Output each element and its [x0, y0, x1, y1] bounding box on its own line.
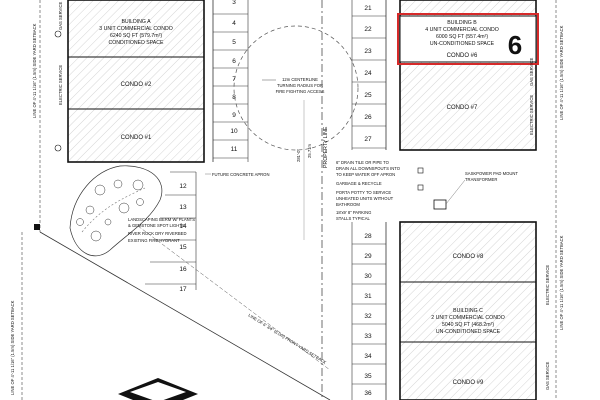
stall-24: 24	[364, 70, 372, 77]
building-a-area: 6240 SQ FT (579.7m²)	[110, 33, 162, 39]
porta-note-2: UNHEATED UNITS WITHOUT	[336, 196, 394, 201]
building-a-gas-label: GAS SERVICE	[58, 1, 63, 30]
parking-lower-left: 12 13 14 15 16 17	[145, 171, 197, 293]
stall-28: 28	[364, 233, 372, 240]
stall-27: 27	[364, 136, 372, 143]
stall-25: 25	[364, 92, 372, 99]
drain-note-2: DRAIN ALL DOWNSPOUTS INTO	[336, 166, 401, 171]
sask-note-1: SASKPOWER PAD MOUNT	[465, 171, 518, 176]
building-b[interactable]: BUILDING B 4 UNIT COMMERCIAL CONDO 6000 …	[397, 0, 539, 151]
river-rock-note: RIVER ROCK DRY RIVERBED	[128, 231, 186, 236]
building-a[interactable]: BUILDING A 3 UNIT COMMERCIAL CONDO 6240 …	[58, 0, 205, 163]
front-property-line	[39, 231, 331, 400]
stall-8: 8	[232, 94, 236, 101]
parking-left-column: 3 4 5 6 7 8 9 10 11	[212, 0, 249, 162]
building-c-gas-label: GAS SERVICE	[545, 361, 550, 390]
building-c-area: 5040 SQ FT (468.2m²)	[442, 322, 494, 328]
building-c-space: UN-CONDITIONED SPACE	[436, 329, 501, 335]
centerline-note-1: 12m CENTERLINE	[282, 77, 318, 82]
building-c-title: BUILDING C	[453, 308, 483, 314]
building-c-electric-label: ELECTRIC SERVICE	[545, 265, 550, 305]
stall-36: 36	[364, 390, 372, 397]
porta-note-1: PORTA POTTY TO SERVICE	[336, 190, 391, 195]
stall-29: 29	[364, 253, 372, 260]
stall-11: 11	[231, 146, 238, 153]
stall-32: 32	[364, 313, 372, 320]
transformer-pad	[433, 199, 447, 210]
stall-15: 15	[179, 244, 187, 251]
building-b-space: UN-CONDITIONED SPACE	[430, 41, 495, 47]
unit-number-badge: 6	[508, 30, 522, 60]
stall-12: 12	[179, 183, 187, 190]
landscape-note-2: & GEMSTONE SPOT LIGHTS	[128, 223, 185, 228]
turning-radius-circle	[233, 25, 359, 151]
cube-logo	[118, 378, 198, 400]
drain-note-1: 6" DRAIN TILE OR PIPE TO	[336, 160, 390, 165]
stall-23: 23	[364, 48, 372, 55]
building-c[interactable]: CONDO #8 BUILDING C 2 UNIT COMMERCIAL CO…	[399, 221, 550, 400]
site-notes: 6" DRAIN TILE OR PIPE TO DRAIN ALL DOWNS…	[205, 160, 518, 221]
condo-2-label: CONDO #2	[121, 82, 152, 88]
building-a-space: CONDITIONED SPACE	[109, 40, 164, 46]
landscaping-berm: LANDSCAPING BERM W/ PLANTS & GEMSTONE SP…	[69, 165, 195, 257]
condo-6-label: CONDO #6	[447, 53, 478, 59]
parking-note-1: 18'x9' 8" PARKING	[336, 210, 371, 215]
stall-7: 7	[232, 76, 236, 83]
right-setback-label-upper: LINE OF 4'-11 1/16" (1.5m) SIDE YARD SET…	[559, 25, 564, 120]
condo-7-label: CONDO #7	[447, 105, 478, 111]
condo-8-label: CONDO #8	[453, 254, 484, 260]
stall-9: 9	[232, 112, 236, 119]
building-a-title: BUILDING A	[121, 19, 151, 25]
dimension-m: 25.71m	[307, 144, 312, 158]
parking-note-2: STALLS TYPICAL	[336, 216, 370, 221]
dimension-ft: 281'-0"	[296, 148, 301, 162]
building-b-title: BUILDING B	[447, 20, 477, 26]
condo-1-label: CONDO #1	[121, 135, 152, 141]
fire-hydrant	[34, 224, 40, 230]
right-setback-label-lower: LINE OF 4'-11 1/16" (1.5m) SIDE YARD SET…	[559, 235, 564, 330]
stall-21: 21	[364, 5, 372, 12]
stall-33: 33	[364, 333, 372, 340]
building-a-electric-label: ELECTRIC SERVICE	[58, 65, 63, 105]
stall-3: 3	[232, 0, 236, 6]
drain-note-3: TO KEEP WATER OFF APRON	[336, 172, 395, 177]
stall-5: 5	[232, 39, 236, 46]
landscape-note-1: LANDSCAPING BERM W/ PLANTS	[128, 217, 195, 222]
stall-35: 35	[364, 373, 372, 380]
parking-right-lower: 28 29 30 31 32 33 34 35 36	[351, 222, 387, 400]
hydrant-note: EXISTING FIRE HYDRANT	[128, 238, 180, 243]
stall-22: 22	[364, 26, 372, 33]
left-setback-label: LINE OF 4'-11 1/16" (1.5m) SIDE YARD SET…	[32, 23, 37, 118]
building-b-electric-label: ELECTRIC SERVICE	[529, 95, 534, 135]
centerline-note-2: TURNING RADIUS FOR	[277, 83, 323, 88]
stall-16: 16	[179, 266, 187, 273]
building-b-area: 6000 SQ FT (557.4m²)	[436, 34, 488, 40]
front-setback-label: LINE OF 6' 3/4" (6.0m) FRONT YARD SETBAC…	[247, 313, 327, 366]
stall-4: 4	[232, 20, 236, 27]
parking-right-upper: 21 22 23 24 25 26 27	[351, 0, 387, 150]
stall-34: 34	[364, 353, 372, 360]
centerline-note-3: FIRE FIGHTING ACCESS	[276, 89, 325, 94]
property-line-label: PROPERTY LINE	[323, 126, 329, 168]
porta-note-3: BATHROOM	[336, 202, 360, 207]
stall-30: 30	[364, 273, 372, 280]
garbage-note: GARBAGE & RECYCLE	[336, 181, 382, 186]
stall-26: 26	[364, 114, 372, 121]
building-b-units: 4 UNIT COMMERCIAL CONDO	[425, 27, 499, 33]
sask-note-2: TRANSFORMER	[465, 177, 497, 182]
left-setback-label-lower: LINE OF 4'-11 1/16" (1.5m) SIDE YARD SET…	[10, 300, 15, 395]
building-b-highlight	[397, 13, 539, 65]
stall-14: 14	[179, 223, 187, 230]
building-c-units: 2 UNIT COMMERCIAL CONDO	[431, 315, 505, 321]
stall-17: 17	[179, 286, 187, 293]
future-apron-note: FUTURE CONCRETE APRON	[212, 172, 269, 177]
stall-10: 10	[230, 128, 238, 135]
condo-9-label: CONDO #9	[453, 380, 484, 386]
stall-31: 31	[364, 293, 372, 300]
stall-13: 13	[179, 204, 187, 211]
building-b-gas-label: GAS SERVICE	[529, 57, 534, 86]
building-a-units: 3 UNIT COMMERCIAL CONDO	[99, 26, 173, 32]
stall-6: 6	[232, 58, 236, 65]
